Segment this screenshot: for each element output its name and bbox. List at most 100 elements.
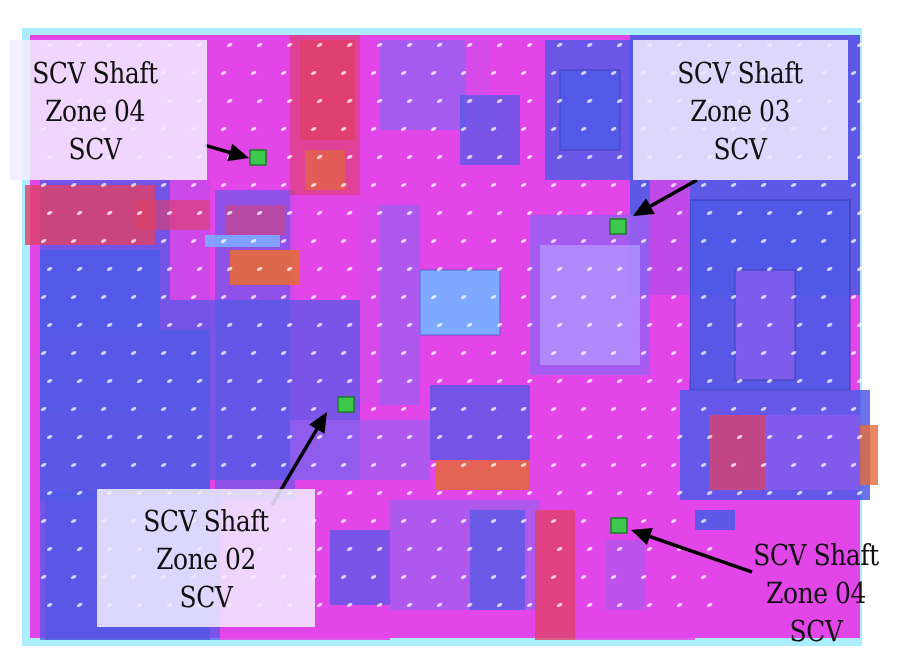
diffuser-dot bbox=[700, 406, 707, 412]
diffuser-dot bbox=[826, 266, 833, 272]
diffuser-dot bbox=[316, 378, 323, 384]
diffuser-dot bbox=[640, 406, 647, 412]
diffuser-dot bbox=[556, 210, 563, 216]
diffuser-dot bbox=[850, 182, 857, 188]
diffuser-dot bbox=[640, 294, 647, 300]
diffuser-dot bbox=[340, 294, 347, 300]
diffuser-dot bbox=[40, 294, 47, 300]
diffuser-dot bbox=[280, 238, 287, 244]
diffuser-dot bbox=[760, 350, 767, 356]
diffuser-dot bbox=[466, 546, 473, 552]
diffuser-dot bbox=[820, 182, 827, 188]
diffuser-dot bbox=[550, 462, 557, 468]
diffuser-dot bbox=[346, 490, 353, 496]
callout-line-3: SCV bbox=[179, 580, 233, 614]
diffuser-dot bbox=[556, 378, 563, 384]
diffuser-dot bbox=[730, 238, 737, 244]
diffuser-dot bbox=[286, 98, 293, 104]
diffuser-dot bbox=[496, 154, 503, 160]
diffuser-dot bbox=[190, 350, 197, 356]
diffuser-dot bbox=[496, 266, 503, 272]
diffuser-dot bbox=[76, 210, 83, 216]
callout-arrow bbox=[203, 143, 249, 162]
diffuser-dot bbox=[46, 210, 53, 216]
diffuser-dot bbox=[670, 182, 677, 188]
diffuser-dot bbox=[130, 238, 137, 244]
diffuser-dot bbox=[706, 546, 713, 552]
diffuser-dot bbox=[130, 182, 137, 188]
diffuser-dot bbox=[316, 434, 323, 440]
diffuser-dot bbox=[340, 518, 347, 524]
diffuser-dot bbox=[406, 434, 413, 440]
diffuser-dot bbox=[100, 294, 107, 300]
diffuser-dot bbox=[130, 294, 137, 300]
diffuser-dot bbox=[586, 154, 593, 160]
diffuser-dot bbox=[826, 210, 833, 216]
diffuser-dot bbox=[376, 42, 383, 48]
diffuser-dot bbox=[310, 294, 317, 300]
diffuser-dot bbox=[550, 238, 557, 244]
diffuser-dot bbox=[580, 238, 587, 244]
diffuser-dot bbox=[406, 154, 413, 160]
diffuser-dot bbox=[256, 266, 263, 272]
diffuser-dot bbox=[376, 378, 383, 384]
diffuser-dot bbox=[790, 350, 797, 356]
room-block bbox=[330, 530, 390, 605]
diffuser-dot bbox=[220, 182, 227, 188]
diffuser-dot bbox=[616, 434, 623, 440]
diffuser-dot bbox=[400, 406, 407, 412]
diffuser-dot bbox=[736, 434, 743, 440]
diffuser-dot bbox=[616, 378, 623, 384]
diffuser-dot bbox=[556, 546, 563, 552]
diffuser-dot bbox=[286, 210, 293, 216]
diffuser-dot bbox=[436, 98, 443, 104]
diffuser-dot bbox=[430, 126, 437, 132]
diffuser-dot bbox=[250, 294, 257, 300]
diffuser-dot bbox=[856, 490, 863, 496]
diffuser-dot bbox=[46, 602, 53, 608]
diffuser-dot bbox=[250, 70, 257, 76]
diffuser-dot bbox=[856, 434, 863, 440]
room-block bbox=[40, 330, 210, 410]
diffuser-dot bbox=[520, 126, 527, 132]
diffuser-dot bbox=[76, 378, 83, 384]
diffuser-dot bbox=[70, 294, 77, 300]
diffuser-dot bbox=[370, 126, 377, 132]
diffuser-dot bbox=[586, 434, 593, 440]
diffuser-dot bbox=[466, 98, 473, 104]
diffuser-dot bbox=[460, 238, 467, 244]
diffuser-dot bbox=[100, 462, 107, 468]
diffuser-dot bbox=[160, 238, 167, 244]
diffuser-dot bbox=[790, 294, 797, 300]
room-block bbox=[419, 269, 501, 336]
diffuser-dot bbox=[376, 434, 383, 440]
diffuser-dot bbox=[250, 350, 257, 356]
diffuser-dot bbox=[196, 322, 203, 328]
diffuser-dot bbox=[646, 434, 653, 440]
diffuser-dot bbox=[700, 574, 707, 580]
diffuser-dot bbox=[346, 434, 353, 440]
diffuser-dot bbox=[670, 406, 677, 412]
diffuser-dot bbox=[370, 518, 377, 524]
diffuser-dot bbox=[286, 434, 293, 440]
diffuser-dot bbox=[346, 154, 353, 160]
diffuser-dot bbox=[346, 378, 353, 384]
diffuser-dot bbox=[550, 518, 557, 524]
diffuser-dot bbox=[46, 546, 53, 552]
diffuser-dot bbox=[160, 350, 167, 356]
diffuser-dot bbox=[736, 210, 743, 216]
diffuser-dot bbox=[616, 98, 623, 104]
diffuser-dot bbox=[220, 70, 227, 76]
diffuser-dot bbox=[406, 378, 413, 384]
callout-line-2: Zone 03 bbox=[690, 94, 790, 128]
diffuser-dot bbox=[670, 518, 677, 524]
diffuser-dot bbox=[826, 378, 833, 384]
diffuser-dot bbox=[160, 462, 167, 468]
diffuser-dot bbox=[496, 98, 503, 104]
diffuser-dot bbox=[190, 182, 197, 188]
diffuser-dot bbox=[526, 98, 533, 104]
diffuser-dot bbox=[550, 182, 557, 188]
diffuser-dot bbox=[796, 322, 803, 328]
diffuser-dot bbox=[166, 434, 173, 440]
diffuser-dot bbox=[526, 266, 533, 272]
